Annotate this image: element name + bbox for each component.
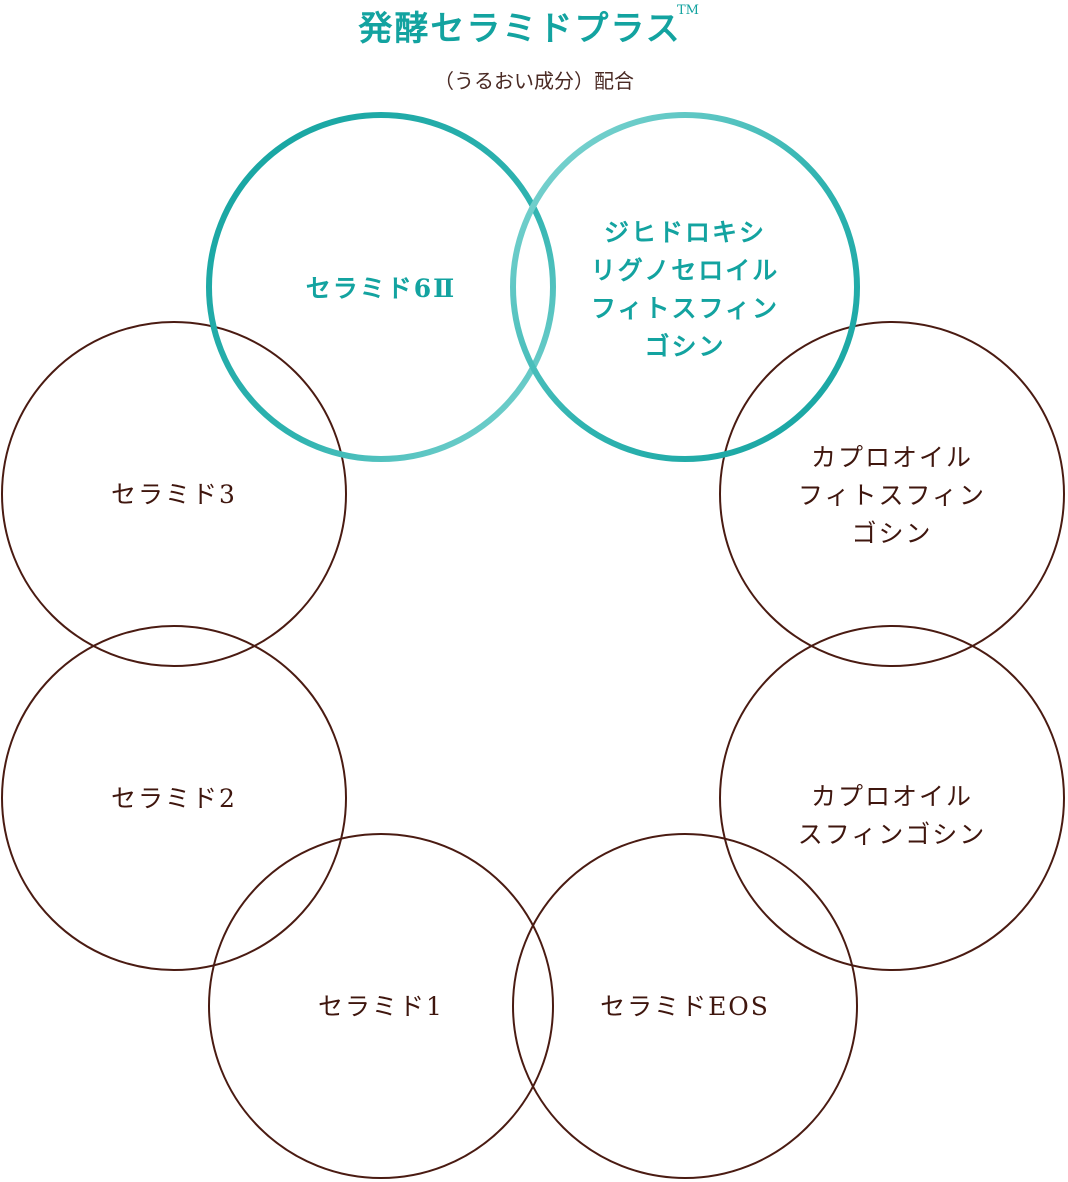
circle-label: セラミド1 (318, 992, 444, 1021)
circle-ceramide-eos: セラミドEOS (512, 833, 858, 1179)
circle-label: フィトスフィン (591, 294, 779, 323)
diagram-title: 発酵セラミドプラス (358, 9, 681, 49)
circle-label: セラミド2 (111, 784, 237, 813)
trademark-mark: TM (677, 3, 699, 18)
diagram-subtitle: （うるおい成分）配合 (434, 69, 634, 93)
circle-label: カプロオイル (811, 443, 973, 472)
circle-ceramide-2: セラミド2 (1, 625, 347, 971)
circle-ceramide-3: セラミド3 (1, 321, 347, 667)
circle-label: ゴシン (644, 332, 725, 361)
circle-caproyl-phytosphingosine: カプロオイル フィトスフィン ゴシン (719, 321, 1065, 667)
circle-label: ジヒドロキシ (604, 218, 766, 247)
circle-label: リグノセロイル (591, 256, 780, 285)
circle-ceramide-6ii: セラミド6Ⅱ (206, 112, 556, 462)
circle-label: スフィンゴシン (798, 820, 987, 849)
circle-label: フィトスフィン (798, 481, 986, 510)
circle-label: セラミド6Ⅱ (306, 274, 456, 303)
circle-caproyl-sphingosine: カプロオイル スフィンゴシン (719, 625, 1065, 971)
circle-label: カプロオイル (811, 782, 973, 811)
circle-label: ゴシン (851, 519, 932, 548)
circle-dihydroxy-lignoceroyl-phytosphingosine: ジヒドロキシ リグノセロイル フィトスフィン ゴシン (510, 112, 860, 462)
circle-ceramide-1: セラミド1 (208, 833, 554, 1179)
circle-label: セラミドEOS (600, 992, 770, 1021)
circle-label: セラミド3 (111, 480, 237, 509)
